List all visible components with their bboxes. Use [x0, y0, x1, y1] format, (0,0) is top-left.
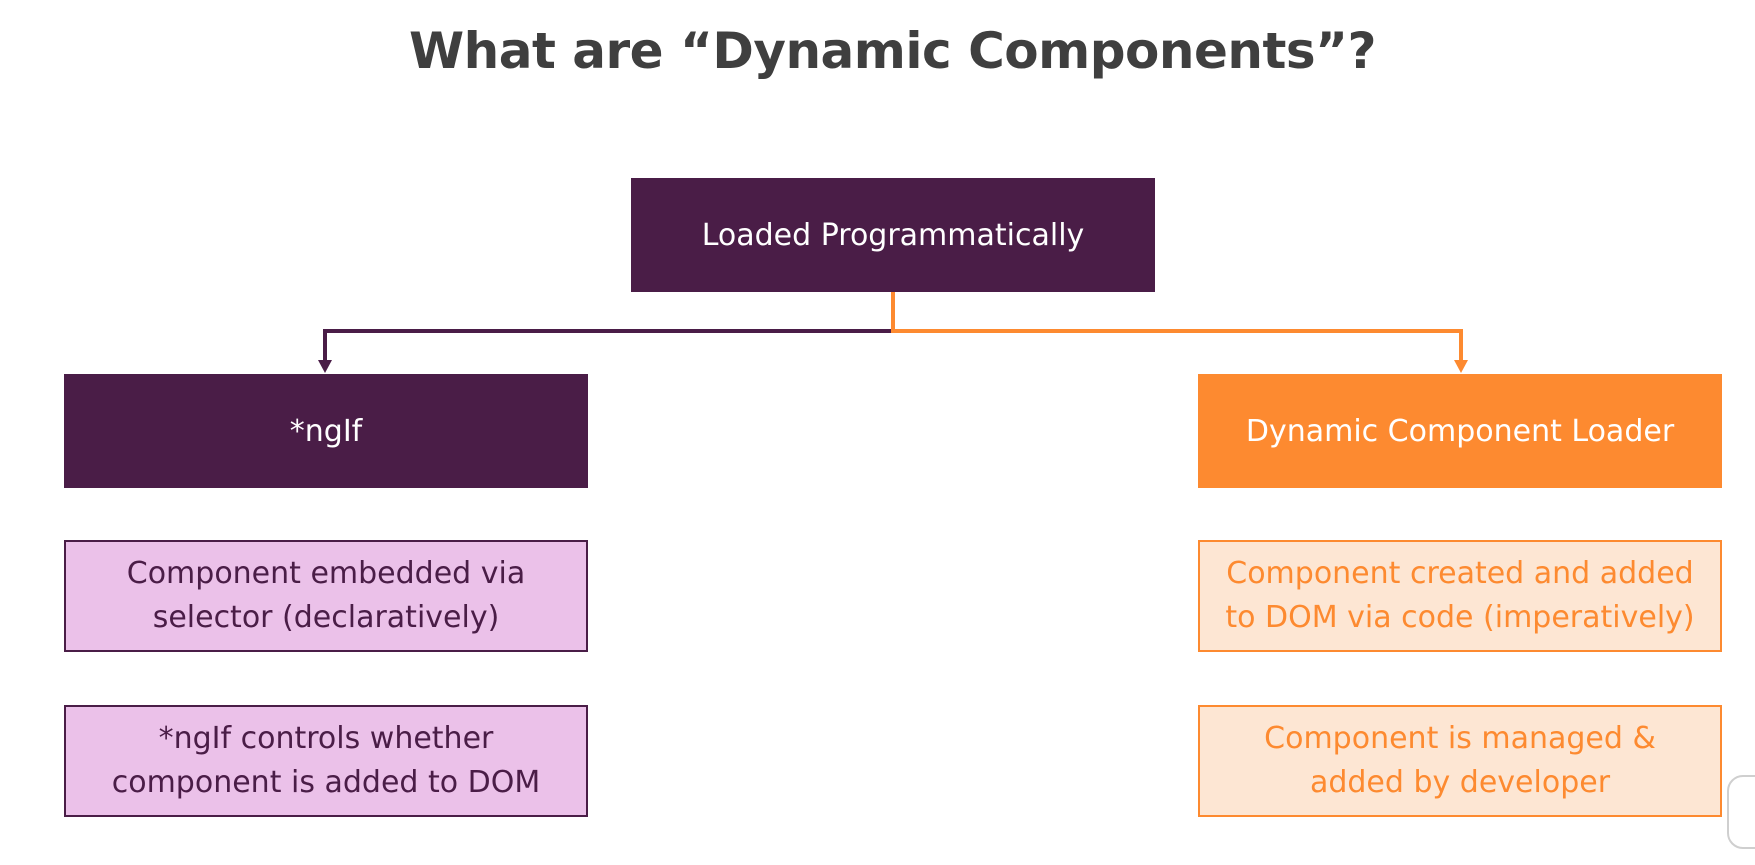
dynamic-detail-box-1: Component created and added to DOM via c…	[1198, 540, 1722, 652]
dynamic-loader-node-box: Dynamic Component Loader	[1198, 374, 1722, 488]
dynamic-detail-2-line-1: Component is managed &	[1264, 721, 1656, 756]
dynamic-detail-1-line-1: Component created and added	[1226, 556, 1694, 591]
corner-overlay-widget[interactable]	[1727, 775, 1755, 849]
dynamic-loader-node-label: Dynamic Component Loader	[1245, 413, 1675, 449]
ngif-detail-text-1: Component embedded via selector (declara…	[127, 552, 525, 640]
ngif-detail-2-line-1: *ngIf controls whether	[158, 721, 494, 756]
dynamic-detail-1-line-2: to DOM via code (imperatively)	[1225, 600, 1695, 635]
ngif-detail-1-line-1: Component embedded via	[126, 556, 526, 591]
dynamic-detail-text-1: Component created and added to DOM via c…	[1225, 552, 1694, 640]
ngif-detail-text-2: *ngIf controls whether component is adde…	[112, 717, 541, 805]
ngif-detail-box-2: *ngIf controls whether component is adde…	[64, 705, 588, 817]
root-node-label: Loaded Programmatically	[701, 217, 1085, 253]
dynamic-detail-2-line-2: added by developer	[1309, 765, 1611, 800]
root-node-box: Loaded Programmatically	[631, 178, 1155, 292]
ngif-detail-1-line-2: selector (declaratively)	[152, 600, 500, 635]
dynamic-detail-box-2: Component is managed & added by develope…	[1198, 705, 1722, 817]
dynamic-detail-text-2: Component is managed & added by develope…	[1264, 717, 1656, 805]
ngif-node-box: *ngIf	[64, 374, 588, 488]
connector-left-arrowhead	[318, 360, 332, 373]
page-title: What are “Dynamic Components”?	[408, 22, 1377, 80]
ngif-node-label: *ngIf	[289, 413, 363, 449]
connector-right-arrowhead	[1454, 360, 1468, 373]
ngif-detail-2-line-2: component is added to DOM	[111, 765, 541, 800]
ngif-detail-box-1: Component embedded via selector (declara…	[64, 540, 588, 652]
